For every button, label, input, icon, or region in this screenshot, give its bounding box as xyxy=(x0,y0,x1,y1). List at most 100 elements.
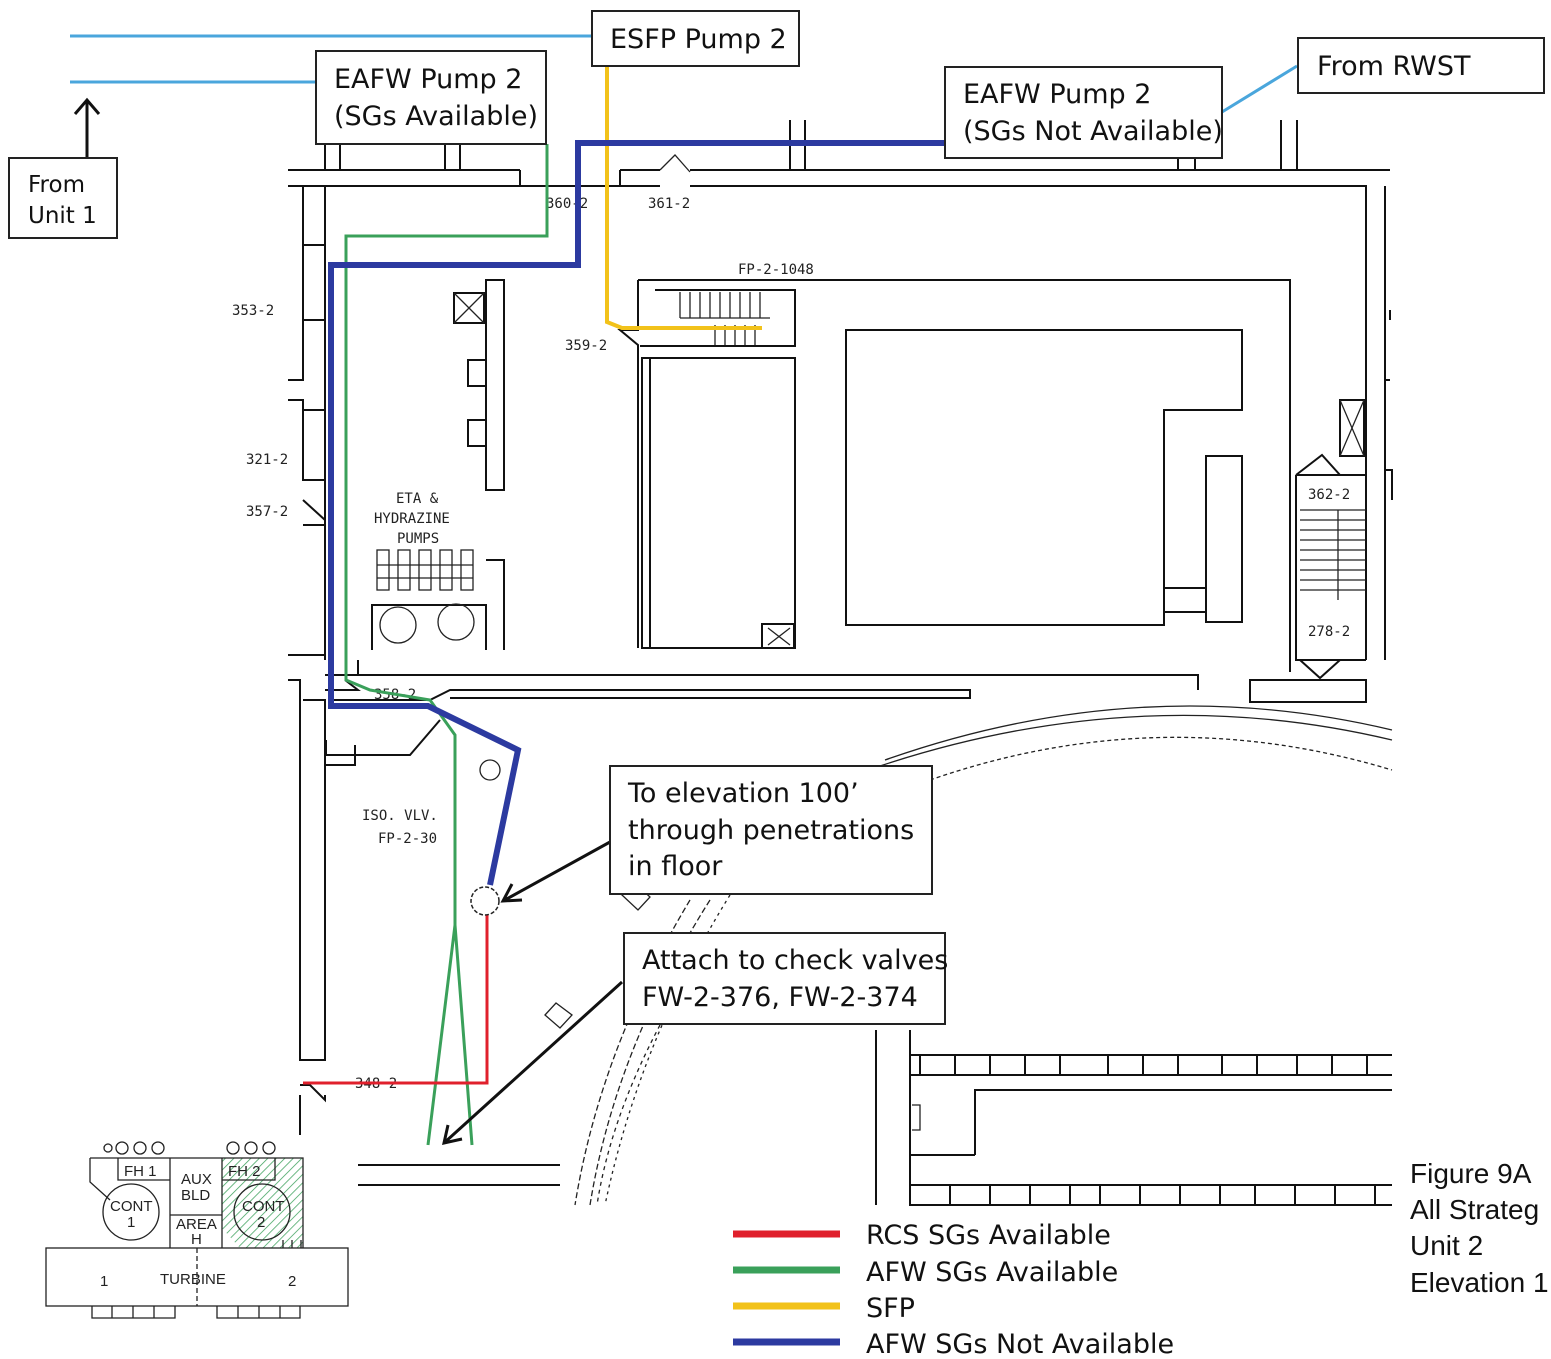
eta-label-line3: PUMPS xyxy=(397,531,439,547)
turbine-unit2-label: 2 xyxy=(288,1273,296,1290)
elevation-label-line1: To elevation 100’ xyxy=(627,778,859,809)
room-357-label: 357-2 xyxy=(246,504,288,520)
right-edge-walls xyxy=(1384,186,1393,660)
room-fp1048 xyxy=(617,279,1291,672)
room-359-label: 359-2 xyxy=(565,338,607,354)
containment-1-circle xyxy=(102,1183,160,1241)
hydrazine-pump-units xyxy=(376,549,474,591)
room-labels: 360-2 361-2 FP-2-1048 353-2 359-2 321-2 … xyxy=(232,196,1350,1092)
esfp-pump-box xyxy=(591,10,800,67)
arrows xyxy=(73,97,624,1145)
eafw-not-available-label-line2: (SGs Not Available) xyxy=(963,116,1223,147)
right-box-cross xyxy=(1339,399,1365,457)
aux-label-line2: BLD xyxy=(181,1187,210,1204)
cont1-label-line2: 1 xyxy=(127,1214,135,1231)
legend-label-afw-available: AFW SGs Available xyxy=(866,1257,1118,1288)
rwst-supply-line xyxy=(1221,64,1298,114)
callout-boxes: ESFP Pump 2 EAFW Pump 2 (SGs Available) … xyxy=(8,10,1545,1025)
eafw-not-available-label-line1: EAFW Pump 2 xyxy=(963,79,1151,110)
eafw-available-callout: EAFW Pump 2 (SGs Available) xyxy=(315,50,547,145)
corridor-bottom xyxy=(325,679,971,701)
area-label-line2: H xyxy=(191,1231,202,1248)
room-362-label: 362-2 xyxy=(1308,487,1350,503)
figure-caption-line1: Figure 9A xyxy=(1410,1158,1532,1189)
from-unit1-callout: From Unit 1 xyxy=(8,157,118,239)
pump-enclosure xyxy=(371,559,505,650)
eta-box-1 xyxy=(453,292,485,324)
check-valves-label-line1: Attach to check valves xyxy=(642,945,948,976)
sfp-line xyxy=(605,66,762,330)
floor-box-cross xyxy=(767,627,791,646)
from-unit1-box xyxy=(8,157,118,239)
figure-caption-line2: All Strateg xyxy=(1410,1194,1539,1225)
pump-tank-1 xyxy=(379,606,417,644)
area-label-line1: AREA xyxy=(176,1216,217,1233)
from-unit1-label-line2: Unit 1 xyxy=(28,203,97,229)
elevation-box xyxy=(609,765,933,895)
legend-label-afw-not-available: AFW SGs Not Available xyxy=(866,1329,1174,1359)
elevation-label-line3: in floor xyxy=(628,851,723,882)
containment-2-circle xyxy=(233,1183,291,1241)
figure-caption-line3: Unit 2 xyxy=(1410,1230,1483,1261)
left-outer-wall xyxy=(288,185,326,1061)
valve-fp1048-label: FP-2-1048 xyxy=(738,262,814,278)
esfp-pump-callout: ESFP Pump 2 xyxy=(591,10,800,67)
cont2-label-line2: 2 xyxy=(257,1214,265,1231)
from-unit1-arrow xyxy=(73,97,101,158)
afw-sgs-available-line xyxy=(344,144,549,1146)
rcs-sgs-available-line xyxy=(303,915,489,1085)
turbine-label: TURBINE xyxy=(160,1271,226,1288)
eta-box-3 xyxy=(467,419,487,447)
large-room xyxy=(845,329,1243,626)
key-plan-circles xyxy=(103,1141,276,1155)
bottom-right-structure xyxy=(875,1030,1392,1205)
room-359-interior xyxy=(641,357,796,649)
penetration-circle xyxy=(479,759,501,781)
pump-tank-2 xyxy=(437,603,475,641)
key-plan-outline xyxy=(89,1157,304,1248)
cont1-label-line1: CONT xyxy=(110,1198,153,1215)
floor-penetration xyxy=(470,886,500,916)
eafw-not-available-callout: EAFW Pump 2 (SGs Not Available) xyxy=(944,66,1223,159)
legend: RCS SGs Available AFW SGs Available SFP … xyxy=(733,1220,1174,1359)
bottom-right-bays xyxy=(909,1089,1392,1206)
esfp-pump-label: ESFP Pump 2 xyxy=(610,24,787,55)
eafw-available-label-line2: (SGs Available) xyxy=(334,101,538,132)
figure-caption-line4: Elevation 1 xyxy=(1410,1267,1549,1298)
eta-label-line1: ETA & xyxy=(396,491,439,507)
elevation-label-line2: through penetrations xyxy=(628,815,914,846)
from-rwst-callout: From RWST xyxy=(1297,37,1545,94)
turbine-unit1-label: 1 xyxy=(100,1273,108,1290)
from-unit1-label-line1: From xyxy=(28,172,85,198)
figure-caption: Figure 9A All Strateg Unit 2 Elevation 1 xyxy=(1410,1158,1549,1298)
lower-left-wall xyxy=(299,1084,326,1135)
top-inner-wall xyxy=(288,185,1367,660)
door-361 xyxy=(659,154,691,173)
elevation-arrow xyxy=(500,840,611,903)
fh2-label: FH 2 xyxy=(228,1163,261,1180)
stair-362 xyxy=(1295,453,1366,661)
large-room-column xyxy=(1164,455,1243,623)
right-box xyxy=(1339,399,1365,457)
room-321-label: 321-2 xyxy=(246,452,288,468)
check-valves-label-line2: FW-2-376, FW-2-374 xyxy=(642,982,918,1013)
eta-wall xyxy=(485,279,505,491)
elevation-callout: To elevation 100’ through penetrations i… xyxy=(609,765,933,895)
floor-plan-walls xyxy=(288,120,1393,1206)
eafw-available-box xyxy=(315,50,547,145)
eafw-not-available-box xyxy=(944,66,1223,159)
top-wall xyxy=(288,169,1390,187)
room-278-label: 278-2 xyxy=(1308,624,1350,640)
small-marker xyxy=(912,1104,921,1131)
cont2-label-line1: CONT xyxy=(242,1198,285,1215)
check-valve-arrow xyxy=(442,980,624,1145)
room-361-label: 361-2 xyxy=(648,196,690,212)
room-278-door xyxy=(1249,659,1367,703)
legend-label-sfp: SFP xyxy=(866,1293,915,1324)
room-353-label: 353-2 xyxy=(232,303,274,319)
afw-sgs-not-available-line xyxy=(328,140,945,886)
eafw-available-label-line1: EAFW Pump 2 xyxy=(334,64,522,95)
fh1-label: FH 1 xyxy=(124,1163,157,1180)
room-360-label: 360-2 xyxy=(546,196,588,212)
